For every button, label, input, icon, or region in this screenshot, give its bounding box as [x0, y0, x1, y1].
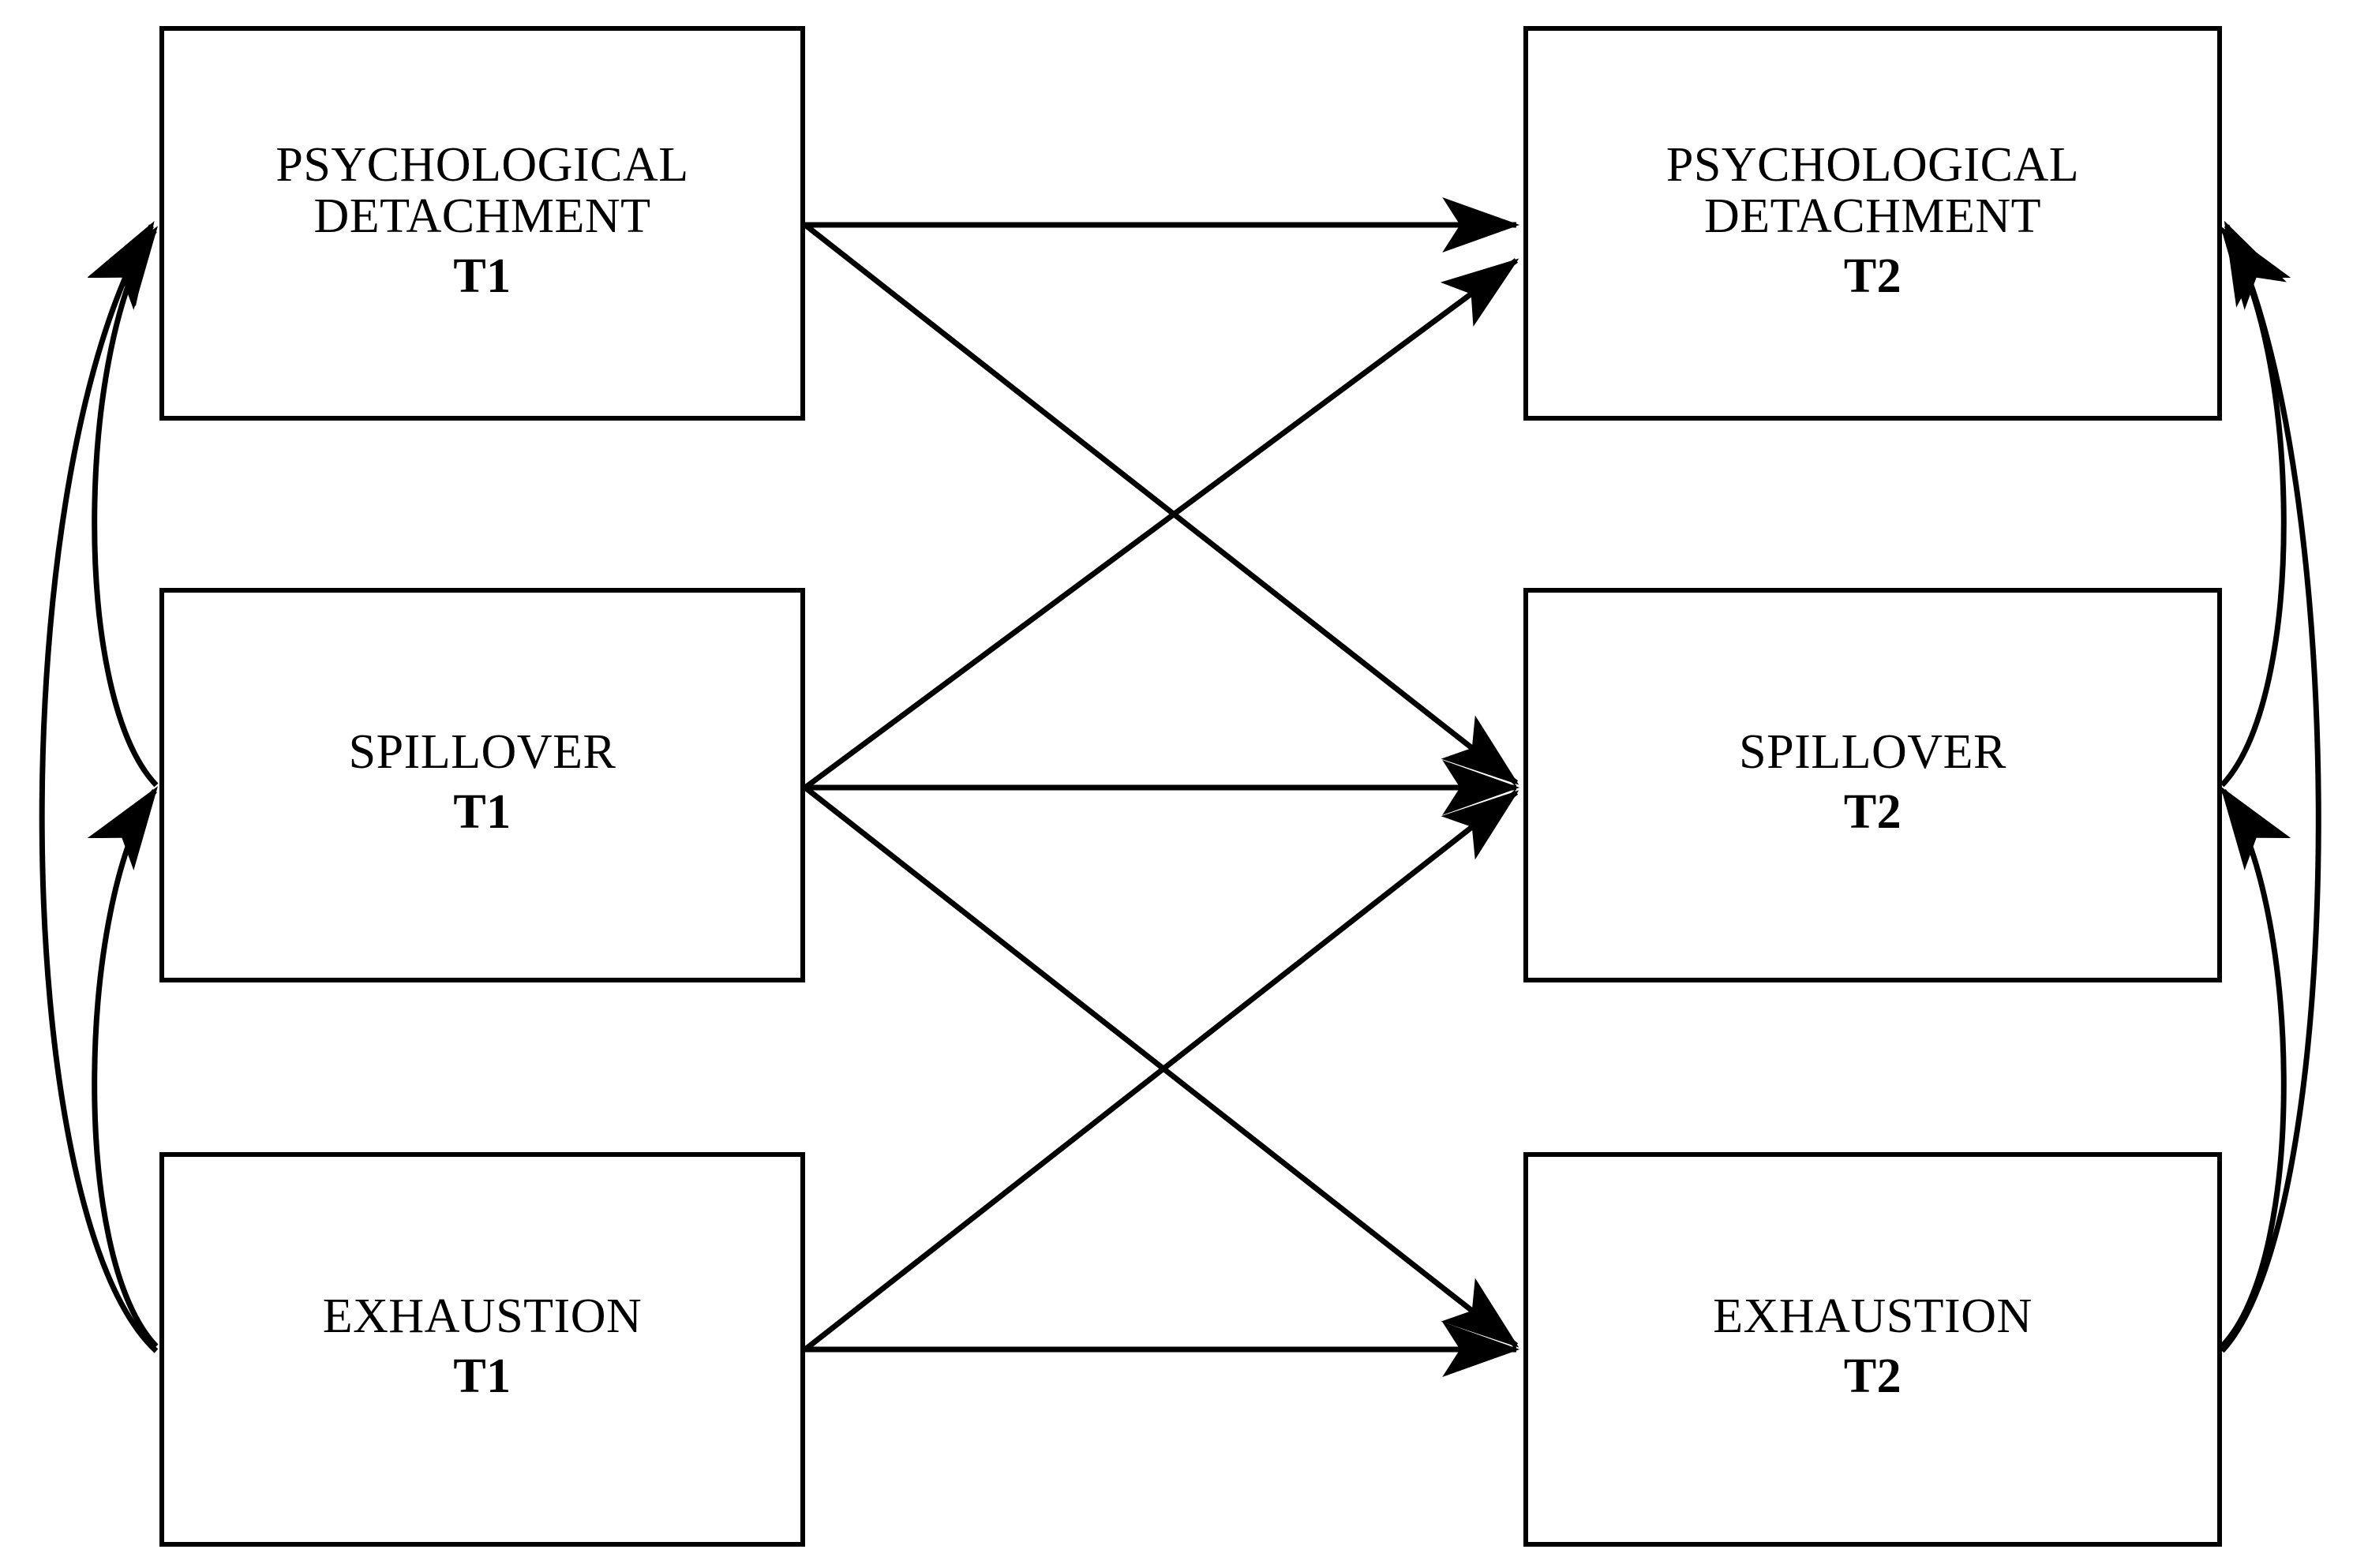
node-wave: T1: [453, 1349, 511, 1404]
node-label: SPILLOVER: [348, 725, 616, 780]
path-pd-t1-to-spillover-t2: [803, 223, 1519, 785]
path-spillover-t1-to-exhaustion-t2: [803, 785, 1519, 1348]
node-exhaustion-t1[interactable]: EXHAUSTION T1: [159, 1152, 805, 1547]
path-exhaustion-t1-to-spillover-t2: [803, 790, 1519, 1352]
curve-exhaustion-t2-to-spillover-t2: [2220, 786, 2291, 1349]
path-spillover-t1-to-pd-t2: [803, 258, 1519, 790]
node-label: EXHAUSTION: [322, 1289, 643, 1344]
node-exhaustion-t2[interactable]: EXHAUSTION T2: [1523, 1152, 2222, 1547]
curve-exhaustion-t1-to-spillover-t1: [87, 786, 159, 1349]
node-label: PSYCHOLOGICAL DETACHMENT: [1665, 137, 2080, 244]
node-wave: T1: [453, 249, 511, 303]
node-wave: T2: [1843, 785, 1902, 840]
curve-spillover-t1-to-pd-t1: [87, 226, 159, 788]
node-psychological-detachment-t2[interactable]: PSYCHOLOGICAL DETACHMENT T2: [1523, 26, 2222, 421]
node-spillover-t1[interactable]: SPILLOVER T1: [159, 588, 805, 982]
node-spillover-t2[interactable]: SPILLOVER T2: [1523, 588, 2222, 982]
node-label: SPILLOVER: [1739, 725, 2006, 780]
node-wave: T2: [1843, 1349, 1902, 1404]
node-wave: T2: [1843, 249, 1902, 303]
node-label: PSYCHOLOGICAL DETACHMENT: [275, 137, 689, 244]
node-wave: T1: [453, 785, 511, 840]
curve-exhaustion-t2-to-pd-t2: [2220, 220, 2321, 1353]
node-psychological-detachment-t1[interactable]: PSYCHOLOGICAL DETACHMENT T1: [159, 26, 805, 421]
curve-exhaustion-t1-to-pd-t1: [39, 221, 159, 1353]
curve-spillover-t2-to-pd-t2: [2220, 226, 2291, 788]
node-label: EXHAUSTION: [1713, 1289, 2033, 1344]
